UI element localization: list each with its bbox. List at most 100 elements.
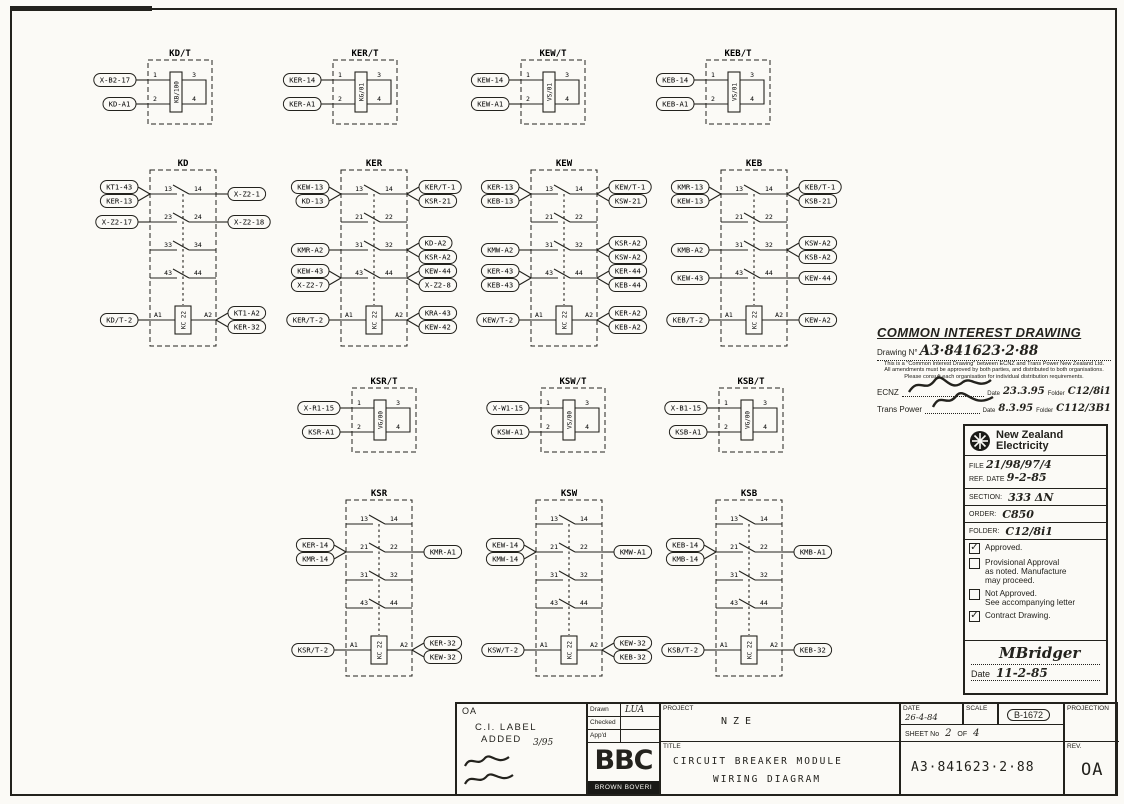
coil-label: KC 22	[376, 641, 383, 659]
block-title: KD/T	[169, 49, 191, 59]
terminal-tag-label: KSB/T-2	[668, 646, 698, 655]
pin-label: 1	[357, 399, 361, 407]
coil-outline	[560, 635, 578, 665]
terminal-tag-label: KMR-14	[302, 555, 328, 564]
terminal-tag-outline	[608, 320, 648, 334]
terminal-tag-outline	[480, 194, 520, 208]
approval-option-3: ✓Contract Drawing.	[969, 611, 1102, 622]
terminal-tag-outline	[418, 236, 453, 250]
pin-label: 21	[545, 213, 553, 221]
terminal-tag-label: KMR-13	[677, 183, 703, 192]
terminal-tag: KSR/T-2	[291, 643, 335, 657]
contact-blade	[743, 240, 761, 251]
terminal-tag-label: KEW/T-2	[483, 316, 513, 325]
terminal-tag-outline	[480, 264, 520, 278]
terminal-tag-label: KEB/T-2	[673, 316, 703, 325]
contact-blade	[368, 542, 386, 553]
terminal-tag: KEW-14	[485, 538, 525, 552]
terminal-tag-label: KSR-A2	[425, 253, 451, 262]
brown-boveri-wordmark: BROWN BOVERI	[588, 781, 659, 794]
terminal-tag-outline	[290, 243, 330, 257]
signature-line	[925, 405, 980, 415]
terminal-tag-outline	[668, 425, 708, 439]
block-outline	[535, 499, 603, 677]
terminal-tag-outline	[486, 401, 530, 415]
coil-label: KC 22	[180, 311, 187, 329]
bbc-logo: BBC	[594, 745, 654, 776]
terminal-tag-label: KSW/T-2	[488, 646, 518, 655]
tag-wire	[328, 186, 342, 195]
pin-label: 2	[357, 423, 361, 431]
terminal-tag: KD-13	[295, 194, 330, 208]
tag-wire	[406, 319, 420, 328]
terminal-tag: KMW-A1	[613, 545, 653, 559]
ref-label: REF.	[969, 476, 985, 483]
ecnz-signature	[907, 376, 992, 393]
terminal-tag-outline	[608, 194, 648, 208]
pin-label: 2	[724, 423, 728, 431]
projection-label: PROJECTION	[1067, 705, 1109, 712]
terminal-tag-label: KSW-21	[615, 197, 641, 206]
terminal-tag: KD-A2	[418, 236, 453, 250]
pin-label: 21	[355, 213, 363, 221]
approval-date-row: Date 11-2-85	[971, 666, 1100, 681]
pin-label: 3	[396, 399, 400, 407]
block-title: KD	[178, 159, 189, 169]
terminal-tag-label: KD-A1	[109, 100, 131, 109]
block-title: KEB	[746, 159, 763, 169]
terminal-tag-outline	[490, 425, 530, 439]
terminal-tag-label: KEW-43	[677, 274, 703, 283]
terminal-tag-outline	[798, 236, 838, 250]
bridge-link	[591, 407, 600, 433]
pin-label: 44	[194, 269, 202, 277]
terminal-tag: KEW/T-2	[476, 313, 520, 327]
terminal-tag-outline	[670, 180, 710, 194]
pin-label: 21	[360, 543, 368, 551]
terminal-tag-outline	[99, 180, 139, 194]
date-value: 23.3.95	[1002, 386, 1045, 398]
terminal-tag-outline	[418, 278, 458, 292]
terminal-tag-label: KMR-A2	[297, 246, 323, 255]
terminal-tag: KT1-43	[99, 180, 139, 194]
sheet-number: 2	[945, 728, 952, 739]
terminal-tag-label: KEW-13	[297, 183, 323, 192]
pin-label: 32	[765, 241, 773, 249]
terminal-tag: X-Z2-17	[95, 215, 139, 229]
terminal-tag: KER/T-1	[418, 180, 462, 194]
pin-label: 13	[730, 515, 738, 523]
terminal-tag-outline	[423, 545, 463, 559]
terminal-tag-outline	[291, 643, 335, 657]
terminal-tag-label: KMW-14	[492, 555, 518, 564]
terminal-tag-outline	[485, 552, 525, 566]
revision-mark: OA	[462, 706, 478, 716]
pin-label: 4	[585, 423, 589, 431]
pin-label: A1	[535, 311, 543, 319]
pin-label: A1	[350, 641, 358, 649]
terminal-tag-label: KEB-43	[487, 281, 513, 290]
coil-outline	[745, 305, 763, 335]
terminal-tag-outline	[665, 552, 705, 566]
terminal-tag-label: KER-14	[302, 541, 328, 550]
pin-label: 2	[526, 95, 530, 103]
tag-wire	[596, 277, 610, 286]
date-label: Date	[982, 408, 996, 415]
tag-wire	[328, 193, 342, 202]
contact-blade	[558, 598, 576, 609]
terminal-tag-label: KSR-A1	[308, 428, 334, 437]
terminal-tag-label: KD-13	[302, 197, 324, 206]
checkbox-icon	[969, 558, 980, 569]
section-row: SECTION: 333 ΔN	[965, 489, 1106, 506]
sheet-cell: SHEET No 2 OF 4	[900, 724, 1064, 742]
scale-label-cell: SCALE	[963, 704, 998, 725]
pin-label: 2	[153, 95, 157, 103]
tag-wire	[786, 249, 800, 258]
terminal-tag-outline	[798, 271, 838, 285]
terminal-tag-outline	[793, 545, 833, 559]
party-label: ECNZ	[877, 388, 899, 398]
tag-wire	[786, 242, 800, 251]
coil-outline	[365, 305, 383, 335]
